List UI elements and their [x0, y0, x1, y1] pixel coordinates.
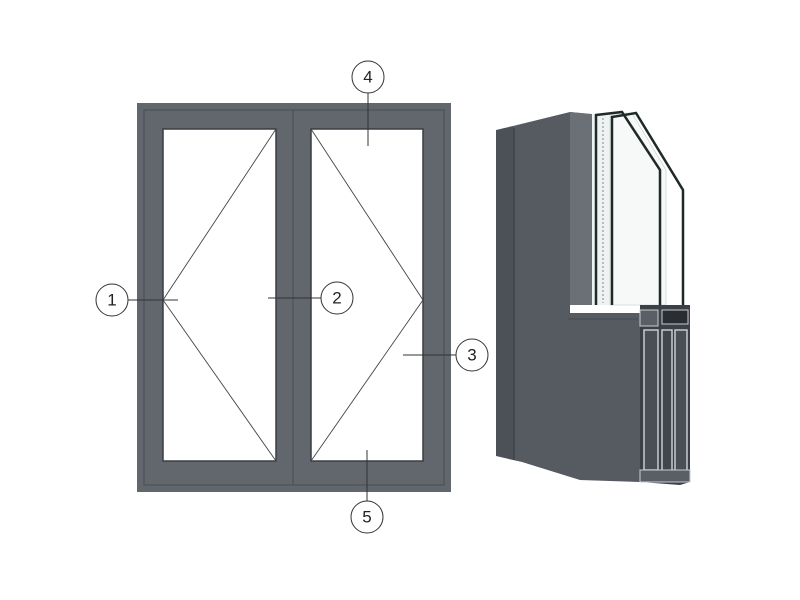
- callout-5: 5: [350, 450, 384, 534]
- chamber-2: [661, 329, 673, 476]
- callout-label-2: 2: [332, 289, 341, 308]
- gasket: [661, 309, 689, 325]
- outer-frame-face: [496, 126, 513, 460]
- inner-frame-outline: [143, 109, 445, 486]
- callout-3: 3: [403, 338, 489, 372]
- callout-4: 4: [351, 60, 385, 146]
- callout-label-5: 5: [362, 508, 371, 527]
- callout-label-3: 3: [467, 346, 476, 365]
- glass-edge-1: [594, 110, 662, 305]
- glass-edge-2: [610, 111, 685, 305]
- left-glass-pane: [162, 128, 277, 462]
- callout-2: 2: [268, 281, 354, 315]
- callout-label-1: 1: [107, 291, 116, 310]
- glass-pane-front: [609, 112, 667, 306]
- profile-cross-section: [496, 110, 691, 485]
- right-opening-indicator: [310, 128, 424, 462]
- sash-inner-face: [570, 112, 592, 305]
- chamber-3: [674, 329, 688, 476]
- chamber-1: [643, 329, 659, 471]
- profile-base: [639, 469, 691, 483]
- callout-label-4: 4: [363, 68, 372, 87]
- sash-bead: [639, 309, 659, 327]
- callout-1: 1: [95, 283, 178, 317]
